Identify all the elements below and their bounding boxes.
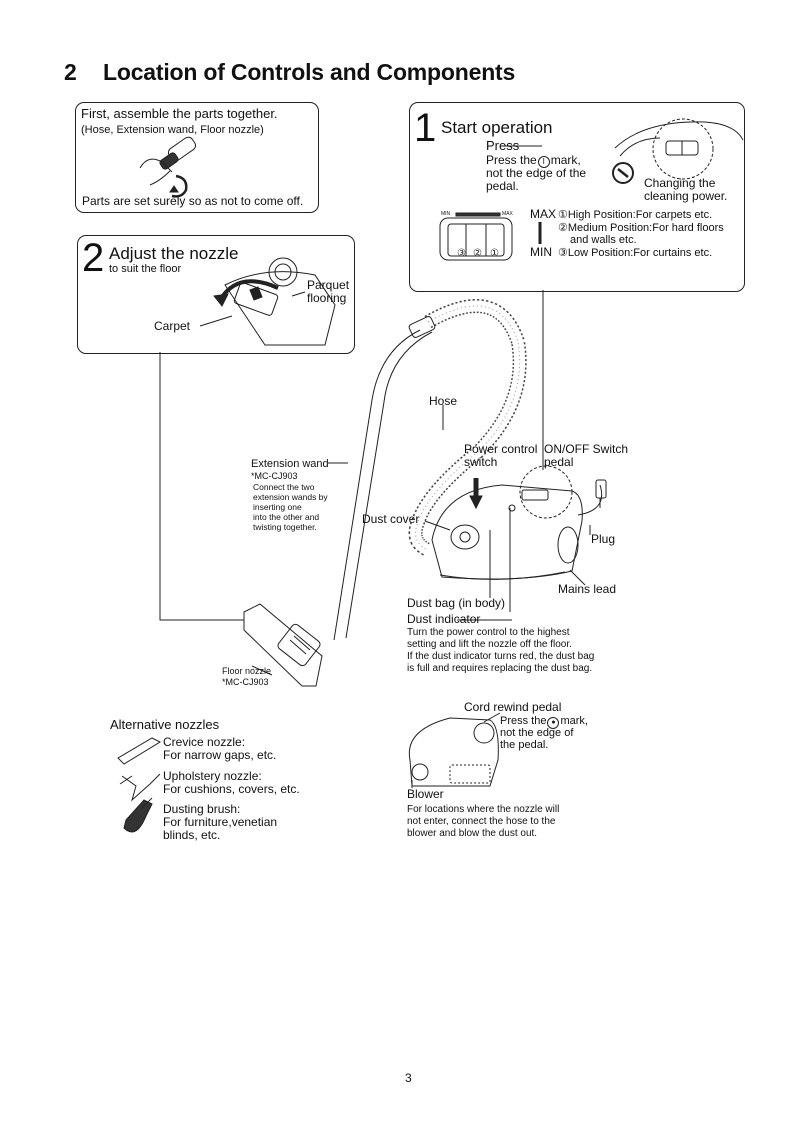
start-press: Press <box>486 138 520 153</box>
start-vacuum-top-illustration <box>500 118 744 184</box>
section-title: Location of Controls and Components <box>103 59 516 85</box>
hose-illustration <box>333 299 527 641</box>
rewind-mark-icon: ● <box>547 717 560 729</box>
alternative-title: Alternative nozzles <box>110 717 220 732</box>
section-number: 2 <box>64 59 77 85</box>
assemble-subtitle: (Hose, Extension wand, Floor nozzle) <box>81 124 264 136</box>
dusting-line3: blinds, etc. <box>163 828 221 842</box>
start-press-mark-line2: not the edge of the <box>486 166 587 180</box>
dial-mark-1: ① <box>490 248 499 259</box>
extension-wand-label: Extension wand <box>251 458 329 470</box>
min-label: MIN <box>530 245 552 259</box>
dust-bag-label: Dust bag (in body) <box>407 596 506 610</box>
plug-label: Plug <box>591 532 616 546</box>
onoff-line2: pedal <box>544 455 574 469</box>
power-position-1: ①High Position:For carpets etc. <box>558 209 713 221</box>
start-press-mark-text: Press the <box>486 153 537 167</box>
rewind-press-line3: the pedal. <box>500 739 549 751</box>
parquet-line2: flooring <box>307 291 347 305</box>
blower-note-2: not enter, connect the hose to the <box>407 816 556 827</box>
dusting-brush-icon <box>123 797 153 833</box>
dial-mark-2: ② <box>473 248 482 259</box>
dust-indicator-note-3: If the dust indicator turns red, the dus… <box>407 651 595 662</box>
dial-min-label: MIN <box>441 211 451 217</box>
assemble-box <box>75 102 319 213</box>
blower-label: Blower <box>407 787 444 801</box>
mains-lead-label: Mains lead <box>558 582 617 596</box>
hose-label: Hose <box>429 394 458 408</box>
section-heading: 2 Location of Controls and Components <box>64 59 516 86</box>
start-step-number: 1 <box>414 106 437 150</box>
parquet-line1: Parquet <box>307 278 350 292</box>
nozzle-step-number: 2 <box>82 236 105 280</box>
power-mark-icon: I <box>537 156 550 168</box>
rewind-press-line1: Press the●mark, <box>500 715 588 729</box>
extension-note-1: Connect the two <box>253 482 315 492</box>
dusting-line1: Dusting brush: <box>163 802 241 816</box>
rewind-press-text-b: mark, <box>560 715 588 727</box>
page-number: 3 <box>405 1071 412 1085</box>
power-position-2-line1: ②Medium Position:For hard floors <box>558 222 724 234</box>
power-position-3: ③Low Position:For curtains etc. <box>558 247 713 259</box>
crevice-nozzle-icon <box>117 737 162 765</box>
extension-note-5: twisting together. <box>253 522 317 532</box>
dusting-line2: For furniture,venetian <box>163 815 278 829</box>
onoff-line1: ON/OFF Switch <box>544 442 629 456</box>
start-press-mark-text-b: mark, <box>550 153 581 167</box>
dial-mark-3: ③ <box>457 248 466 259</box>
rewind-press-text: Press the <box>500 715 547 727</box>
extension-note-3: inserting one <box>253 502 302 512</box>
upholstery-line2: For cushions, covers, etc. <box>163 782 300 796</box>
dust-indicator-note-4: is full and requires replacing the dust … <box>407 663 593 674</box>
cord-rewind-illustration <box>408 712 501 788</box>
upholstery-line1: Upholstery nozzle: <box>163 769 262 783</box>
upholstery-nozzle-icon <box>119 773 161 802</box>
assemble-title: First, assemble the parts together. <box>81 106 278 121</box>
nozzle-subtitle: to suit the floor <box>109 263 182 275</box>
dust-indicator-label: Dust indicator <box>407 612 481 626</box>
assemble-hand-icon <box>139 136 197 198</box>
rewind-press-line2: not the edge of <box>500 727 574 739</box>
floor-nozzle-illustration <box>243 603 323 687</box>
vacuum-body-illustration <box>424 465 607 621</box>
extension-wand-model: *MC-CJ903 <box>251 471 298 481</box>
cord-rewind-title: Cord rewind pedal <box>464 700 562 714</box>
start-title: Start operation <box>441 118 553 137</box>
carpet-label: Carpet <box>154 319 191 333</box>
dust-cover-label: Dust cover <box>362 512 420 526</box>
changing-line1: Changing the <box>644 176 716 190</box>
floor-nozzle-label: Floor nozzle <box>222 666 272 676</box>
max-label: MAX <box>530 207 557 221</box>
dust-indicator-note-1: Turn the power control to the highest <box>407 627 570 638</box>
dial-max-label: MAX <box>502 211 513 217</box>
crevice-line2: For narrow gaps, etc. <box>163 748 277 762</box>
dust-indicator-note-2: setting and lift the nozzle off the floo… <box>407 639 572 650</box>
changing-line2: cleaning power. <box>644 189 728 203</box>
extension-note-4: into the other and <box>253 512 320 522</box>
power-control-line1: Power control <box>464 442 538 456</box>
start-press-mark-line3: pedal. <box>486 179 519 193</box>
power-control-line2: switch <box>464 455 498 469</box>
extension-note-2: extension wands by <box>253 492 328 502</box>
nozzle-adjust-illustration <box>199 257 336 346</box>
blower-note-1: For locations where the nozzle will <box>407 804 560 815</box>
blower-note-3: blower and blow the dust out. <box>407 828 538 839</box>
adjust-nozzle-box <box>77 235 355 354</box>
power-dial-illustration <box>439 212 542 261</box>
assemble-note: Parts are set surely so as not to come o… <box>82 194 304 208</box>
nozzle-title: Adjust the nozzle <box>109 244 239 263</box>
crevice-line1: Crevice nozzle: <box>163 735 246 749</box>
floor-nozzle-model: *MC-CJ903 <box>222 677 269 687</box>
power-position-2-line2: and walls etc. <box>570 234 637 246</box>
